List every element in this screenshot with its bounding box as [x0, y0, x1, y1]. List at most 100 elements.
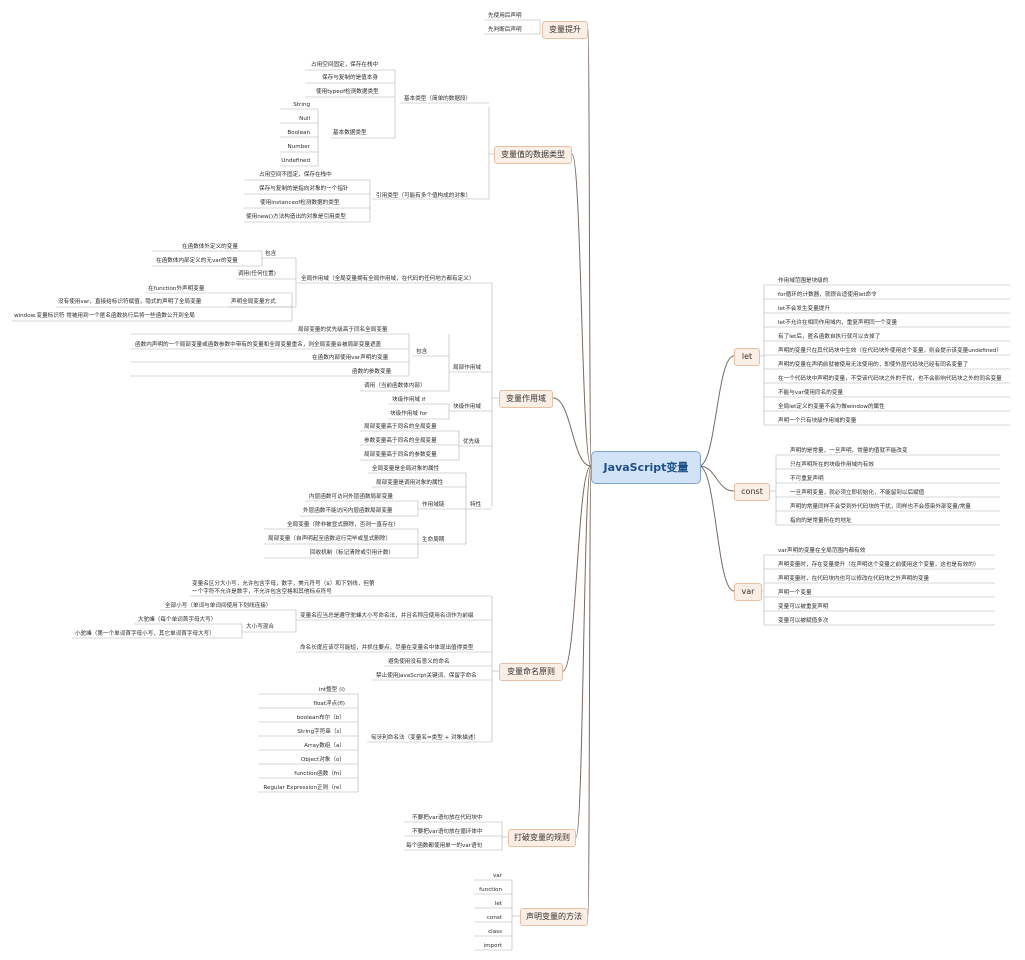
lifecycle-item: 全局变量（除非被显式删除，否则一直存在）: [287, 522, 399, 528]
primitive-kind: String: [293, 102, 310, 108]
const-item: 指向的是常量所在的地址: [790, 518, 852, 524]
branch-data-types[interactable]: 变量值的数据类型: [494, 146, 572, 164]
break-rule-item: 不要把var语句放在代码块中: [412, 815, 483, 821]
reference-type-label: 引用类型（可能有多个值构成的对象）: [376, 193, 472, 199]
branch-naming[interactable]: 变量命名原则: [499, 663, 563, 681]
connector: [552, 397, 592, 467]
const-item: 只在声明所在的块级作用域内有效: [790, 462, 874, 468]
connector: [571, 153, 592, 467]
reference-item: 使用instanceof检测数据的类型: [260, 200, 340, 206]
declare-method-item: import: [483, 943, 502, 949]
branch-declare-methods[interactable]: 声明变量的方法: [520, 908, 588, 926]
naming-other-rule: 避免使用没有意义的命名: [388, 659, 450, 665]
primitive-type-label: 基本类型（简单的数据段）: [404, 96, 472, 102]
const-item: 声明的常量同样不会受到外代码块的干扰，同样也不会感染外部变量/常量: [790, 504, 971, 510]
primitive-kinds-label: 基本数据类型: [333, 130, 367, 136]
hungarian-item: float浮点(fl): [313, 701, 345, 707]
branch-const[interactable]: const: [734, 483, 770, 501]
connector: [698, 465, 735, 492]
let-item: 作用域范围是块级的: [778, 278, 829, 284]
naming-mixed-item: 小驼峰（第一个单词首字母小写，其它单词首字母大写）: [75, 631, 215, 637]
scope-chain-item: 外层函数不能访问内层函数局部变量: [303, 508, 393, 514]
reference-item: 使用new()方法构造出的对象是引用类型: [246, 214, 346, 220]
let-item: 声明的变量在声明前就被使用无法使用的，即使外层代码块已经有同名变量了: [778, 362, 969, 368]
global-declare-label: 声明全局变量方式: [231, 299, 276, 305]
hungarian-item: Object对象（o）: [300, 757, 345, 763]
local-include-label: 包含: [416, 349, 428, 355]
reference-item: 保存与复制的是指向对象的一个指针: [259, 186, 349, 192]
var-item: 变量可以被重复声明: [778, 604, 829, 610]
global-include-label: 包含: [265, 251, 277, 257]
var-item: 声明变量时，在代码块内也可以修改在代码块之外声明的变量: [778, 576, 930, 582]
let-item: 在一个代码块中声明的变量，不受该代码块之外的干扰，也不会影响代码块之外的同名变量: [778, 376, 1002, 382]
let-item: for循环的计数器，就很合适使用let命令: [778, 292, 877, 298]
connector: [698, 465, 735, 592]
let-item: 有了let后，匿名函数自执行就可以去掉了: [778, 334, 881, 340]
local-scope-label: 局部作用域: [453, 365, 481, 371]
let-item: 不能与var使用同名的变量: [778, 390, 843, 396]
primitive-item: 保存与复制的是值本身: [322, 75, 378, 81]
root-node[interactable]: JavaScript变量: [591, 451, 701, 484]
lifecycle-label: 生命周期: [422, 537, 445, 543]
global-declare-item: 没有使用var，直接给标识符赋值，隐式的声明了全局变量: [58, 299, 202, 305]
lifecycle-item: 局部变量（自声明起至函数运行完毕或显式删除）: [268, 536, 392, 542]
scope-chain-label: 作用域链: [422, 502, 445, 508]
local-include-item: 函数的参数变量: [352, 369, 392, 375]
connector: [587, 465, 592, 917]
priority-item: 参数变量高于同名的全局变量: [364, 438, 437, 444]
connector: [698, 355, 735, 467]
block-scope-item: 块级作用域 if: [392, 397, 426, 403]
declare-method-item: function: [479, 887, 502, 893]
hungarian-item: function函数（fn）: [294, 771, 345, 777]
global-declare-item: 在function外声明变量: [148, 286, 205, 292]
hoisting-item: 先使用后声明: [488, 13, 522, 19]
feature-item: 全局变量是全局对象的属性: [372, 466, 440, 472]
connector: [575, 465, 592, 838]
declare-method-item: let: [494, 901, 502, 907]
global-include-item: 在函数体外定义的变量: [182, 244, 238, 250]
hoisting-item: 先判断后声明: [488, 27, 522, 33]
primitive-kind: Boolean: [287, 130, 310, 136]
reference-item: 占用空间不固定，保存在栈中: [259, 172, 332, 178]
hungarian-item: boolean布尔（b）: [296, 715, 345, 721]
priority-label: 优先级: [463, 439, 480, 445]
primitive-item: 占用空间固定，保存在栈中: [311, 62, 379, 68]
lifecycle-item: 回收机制（标记清除或引用计数）: [310, 550, 394, 556]
let-item: 声明的变量只在其代码块中生效（在代码块外使用这个变量，则会提示该变量undefi…: [778, 348, 1002, 354]
naming-other-rule: 命名长度应该尽可能短，并抓住要点，尽量在变量名中体现出值得类型: [300, 645, 474, 651]
primitive-kind: Undefined: [281, 158, 310, 164]
connector: [587, 28, 592, 467]
const-item: 声明的是常量，一旦声明，常量的值就不能改变: [790, 448, 908, 454]
priority-item: 局部变量高于同名的全局变量: [364, 424, 437, 430]
feature-item: 局部变量是调用对象的属性: [376, 480, 444, 486]
var-item: 声明一个变量: [778, 590, 812, 596]
hungarian-item: Array数组（a）: [304, 743, 345, 749]
hungarian-item: String字符串（s）: [297, 729, 345, 735]
branch-hoisting[interactable]: 变量提升: [542, 21, 588, 39]
naming-other-rule: 禁止使用JavaScript关键词、保留字命名: [376, 673, 477, 679]
block-scope-item: 块级作用域 for: [390, 411, 428, 417]
local-include-item: 在函数内部使用var声明的变量: [312, 355, 389, 361]
naming-charset-rule: 变量名区分大小写，允许包含字母，数字，美元符号（$）和下划线，但第一个字符不允许…: [192, 581, 375, 595]
primitive-kind: Number: [287, 144, 310, 150]
branch-break-rules[interactable]: 打破变量的规则: [508, 829, 576, 847]
break-rule-item: 不要把var语句放在循环体中: [412, 829, 483, 835]
branch-scope[interactable]: 变量作用域: [499, 390, 553, 408]
declare-method-item: var: [492, 873, 502, 879]
branch-let[interactable]: let: [734, 348, 760, 366]
hungarian-item: Regular Expression正则（re）: [263, 785, 345, 791]
let-item: 声明一个只有块级作用域的变量: [778, 418, 857, 424]
primitive-kind: Null: [299, 116, 310, 122]
naming-mixed-item: 大驼峰（每个单词首字母大写）: [138, 617, 217, 623]
const-item: 一旦声明变量，就必须立即初始化，不能留到以后赋值: [790, 490, 925, 496]
hungarian-item: int整型 (i): [318, 687, 345, 693]
primitive-item: 使用typeof检测数据类型: [316, 89, 379, 95]
block-scope-label: 块级作用域: [453, 404, 481, 410]
naming-case-rule: 变量名应当总是遵守驼峰大小写命名法，并且名称应使用名词作为前缀: [300, 613, 474, 619]
const-item: 不可重复声明: [790, 476, 824, 482]
local-include-item: 函数内声明的一个局部变量或函数参数中带有的变量和全局变量重名，则全局变量会被局部…: [135, 342, 382, 348]
branch-var[interactable]: var: [734, 583, 762, 601]
var-item: 声明变量时，存在变量提升（在声明这个变量之前使用这个变量，这也是有效的）: [778, 562, 980, 568]
